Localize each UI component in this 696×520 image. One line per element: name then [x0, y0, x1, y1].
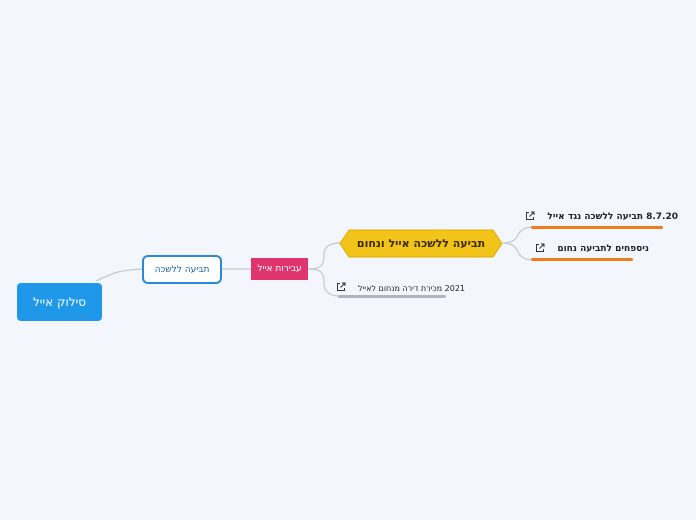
topic-node-main[interactable]: תביעה ללשכה אייל ונחום	[339, 229, 503, 258]
external-link-icon[interactable]	[525, 211, 535, 224]
connector-root-level1	[95, 268, 144, 282]
external-link-icon[interactable]	[336, 282, 346, 294]
leaf-node-lawsuit-date[interactable]: 8.7.20 תביעה ללשכה נגד אייל	[526, 209, 678, 225]
external-link-icon[interactable]	[535, 243, 545, 256]
leaf-label: 8.7.20 תביעה ללשכה נגד אייל	[547, 212, 678, 222]
connector-level2-leaf-c	[307, 268, 341, 297]
connector-main-leaf-b	[502, 242, 534, 261]
connector-main-leaf-a	[502, 226, 534, 244]
topic-node-offenses[interactable]: עבירות אייל	[251, 258, 308, 280]
main-topic-label: תביעה ללשכה אייל ונחום	[356, 237, 486, 250]
leaf-underline	[338, 295, 446, 298]
leaf-node-appendices[interactable]: ניספחים לתביעה נחום	[533, 242, 649, 256]
topic-label: עבירות אייל	[257, 264, 302, 274]
topic-node-lawsuit[interactable]: תביעה ללשכה	[142, 255, 222, 284]
leaf-label: ניספחים לתביעה נחום	[557, 244, 649, 254]
topic-label: תביעה ללשכה	[154, 264, 210, 275]
connector-level2-main	[307, 242, 342, 270]
root-label: סילוק אייל	[32, 295, 87, 309]
leaf-underline	[531, 258, 633, 261]
leaf-underline	[531, 226, 663, 229]
leaf-node-apartment-sale[interactable]: 2021 מכירת דירה מנחום לאייל	[336, 281, 465, 295]
hexagon-shape	[339, 229, 503, 258]
root-node[interactable]: סילוק אייל	[17, 283, 102, 321]
leaf-label: 2021 מכירת דירה מנחום לאייל	[357, 283, 465, 293]
